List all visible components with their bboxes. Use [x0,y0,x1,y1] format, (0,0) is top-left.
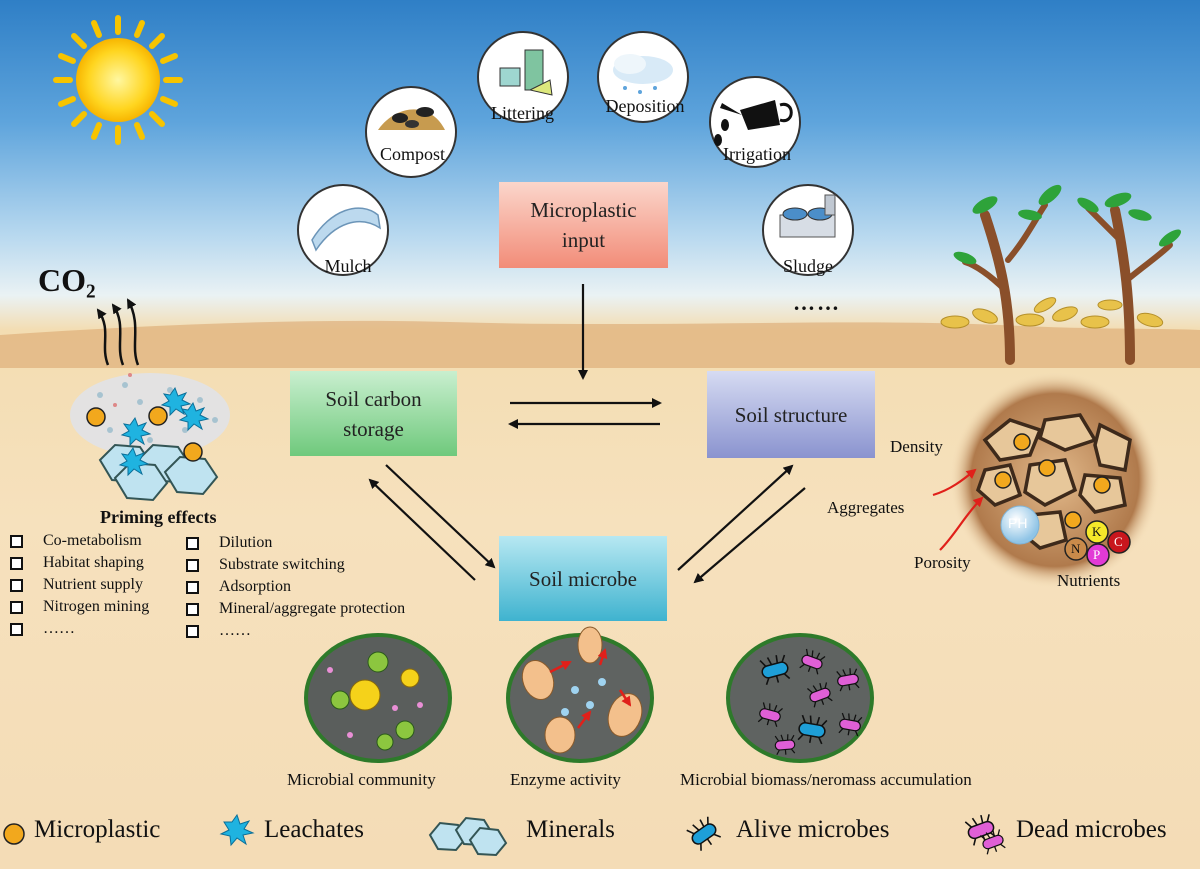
microbe-box-shape [499,536,667,621]
list-item: Nitrogen mining [10,596,149,618]
irrigation-icon [714,100,793,146]
checkbox-icon [186,580,199,594]
list-item: Dilution [186,532,405,554]
list-item: …… [10,618,149,640]
nutrient-p [1086,543,1110,567]
aggregates-label: Aggregates [827,498,905,517]
microbial-biomass-panel [726,633,874,763]
nutrient-n [1064,537,1088,561]
arrow-carbon-to-microbe [385,464,496,569]
littering-circle [477,31,569,123]
checkbox-icon [10,622,23,636]
co2-arrows [96,298,140,366]
list-item: Habitat shaping [10,552,149,574]
legend-alive-microbe-icon [684,814,723,853]
soil-microbe-box: Soil microbe [529,566,637,591]
ph-label: PH [1008,515,1028,531]
priming-effects-title: Priming effects [100,507,217,527]
list-item: Nutrient supply [10,574,149,596]
checkbox-icon [10,578,23,592]
leaf-icon [953,184,1182,265]
checkbox-icon [186,624,199,638]
priming-list-left: Co-metabolism Habitat shaping Nutrient s… [10,530,149,640]
legend-alive-microbes: Alive microbes [736,816,890,843]
mineral-hexagons [98,443,219,502]
nutrient-k [1085,520,1109,544]
source-label-irrigation: Irrigation [723,144,791,164]
source-label-sludge: Sludge [782,256,833,276]
checkbox-icon [10,556,23,570]
microplastic-dots [86,406,203,462]
legend-minerals-icon [428,816,508,857]
input-box-shape [499,182,668,268]
arrow-microbe-to-carbon [368,478,476,581]
soil-structure-circle [932,372,1160,588]
nutrient-p-label: P [1093,547,1101,562]
structure-box-shape [707,371,875,458]
legend-microplastic: Microplastic [34,816,161,843]
fallen-leaves [940,297,1164,329]
microbial-community-panel [304,633,452,763]
nutrient-n-label: N [1071,541,1081,556]
list-item: Mineral/aggregate protection [186,598,405,620]
nutrients-label: Nutrients [1057,571,1121,590]
legend-dead-microbe-icon [963,811,1007,856]
compost-icon [378,107,445,130]
more-sources-ellipsis: …… [793,290,841,315]
ph-bubble [1000,505,1040,545]
microbial-biomass-label: Microbial biomass/neromass accumulation [680,770,972,789]
littering-icon [499,49,553,96]
soil-carbon-storage-box: Soil carbon storage [325,386,422,441]
porosity-label: Porosity [914,553,971,572]
microbial-community-label: Microbial community [287,770,436,789]
sludge-icon [779,194,836,238]
nutrient-c [1107,530,1131,554]
enzyme-activity-panel [506,626,654,763]
checkbox-icon [186,536,199,550]
legend-leachate-icon [219,813,255,847]
carbon-box-shape [290,371,457,456]
leachate-icon [118,386,210,477]
checkbox-icon [186,558,199,572]
list-item: Co-metabolism [10,530,149,552]
legend-minerals: Minerals [526,816,615,843]
compost-circle [365,86,457,178]
flow-arrows [368,284,806,584]
list-item: Adsorption [186,576,405,598]
checkbox-icon [10,534,23,548]
arrow-microbe-to-structure [677,464,794,571]
checkbox-icon [186,602,199,616]
microplastic-input-box: Microplastic input [530,198,637,252]
sun-icon [53,15,183,145]
list-item: …… [186,620,405,642]
priming-cluster [70,373,230,502]
legend-leachates: Leachates [264,816,364,843]
mulch-circle [297,184,389,276]
priming-list-right: Dilution Substrate switching Adsorption … [186,532,405,642]
co2-label: CO₂ [38,262,96,298]
soil-structure-box: Soil structure [734,402,848,427]
source-label-littering: Littering [491,103,554,123]
checkbox-icon [10,600,23,614]
nutrient-k-label: K [1092,524,1102,539]
density-label: Density [890,437,943,456]
deposition-icon [613,54,673,94]
arrow-structure-to-microbe [693,487,806,584]
nutrient-c-label: C [1114,534,1123,549]
list-item: Substrate switching [186,554,405,576]
legend-dead-microbes: Dead microbes [1016,816,1167,843]
mulch-icon [311,207,381,252]
source-label-deposition: Deposition [605,96,685,116]
enzyme-activity-label: Enzyme activity [510,770,621,789]
legend-microplastic-icon [3,823,25,845]
source-label-compost: Compost [379,144,445,164]
source-label-mulch: Mulch [324,256,372,276]
